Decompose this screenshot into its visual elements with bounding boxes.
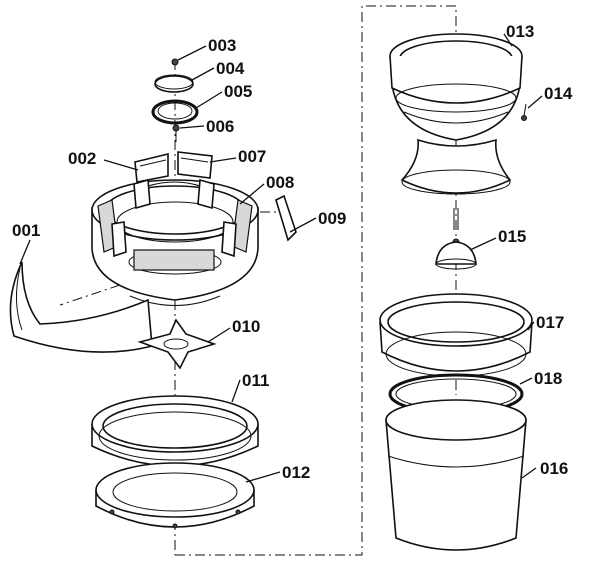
label-015: 015 [498,227,526,246]
part-015-dome [435,208,477,270]
part-017-collar [379,293,533,377]
label-012: 012 [282,463,310,482]
part-010-spider [137,318,217,370]
part-004-disc [154,74,194,93]
label-013: 013 [506,22,534,41]
label-008: 008 [266,173,294,192]
label-009: 009 [318,209,346,228]
part-009-gasket [275,194,297,242]
label-001: 001 [12,221,40,240]
label-004: 004 [216,59,245,78]
part-007-plate [177,151,213,179]
leader-lines [19,33,543,483]
part-002-plate [134,152,169,183]
part-014-screw [521,103,527,121]
label-014: 014 [544,84,573,103]
part-003-screw [171,58,179,66]
callout-labels: 003 004 005 006 002 007 008 009 001 010 … [12,22,573,482]
part-016-bucket [385,399,527,551]
label-018: 018 [534,369,562,388]
part-005-ring [151,99,199,125]
label-007: 007 [238,147,266,166]
part-013-cone [400,138,512,195]
part-013-bowl [389,33,523,141]
label-016: 016 [540,459,568,478]
label-005: 005 [224,82,252,101]
part-012-base [95,462,255,529]
label-017: 017 [536,313,564,332]
label-006: 006 [206,117,234,136]
part-011-ring [91,395,259,467]
label-011: 011 [242,371,269,390]
label-003: 003 [208,36,236,55]
part-008-housing [91,178,259,306]
part-006-pin [172,124,180,142]
label-010: 010 [232,317,260,336]
label-002: 002 [68,149,96,168]
